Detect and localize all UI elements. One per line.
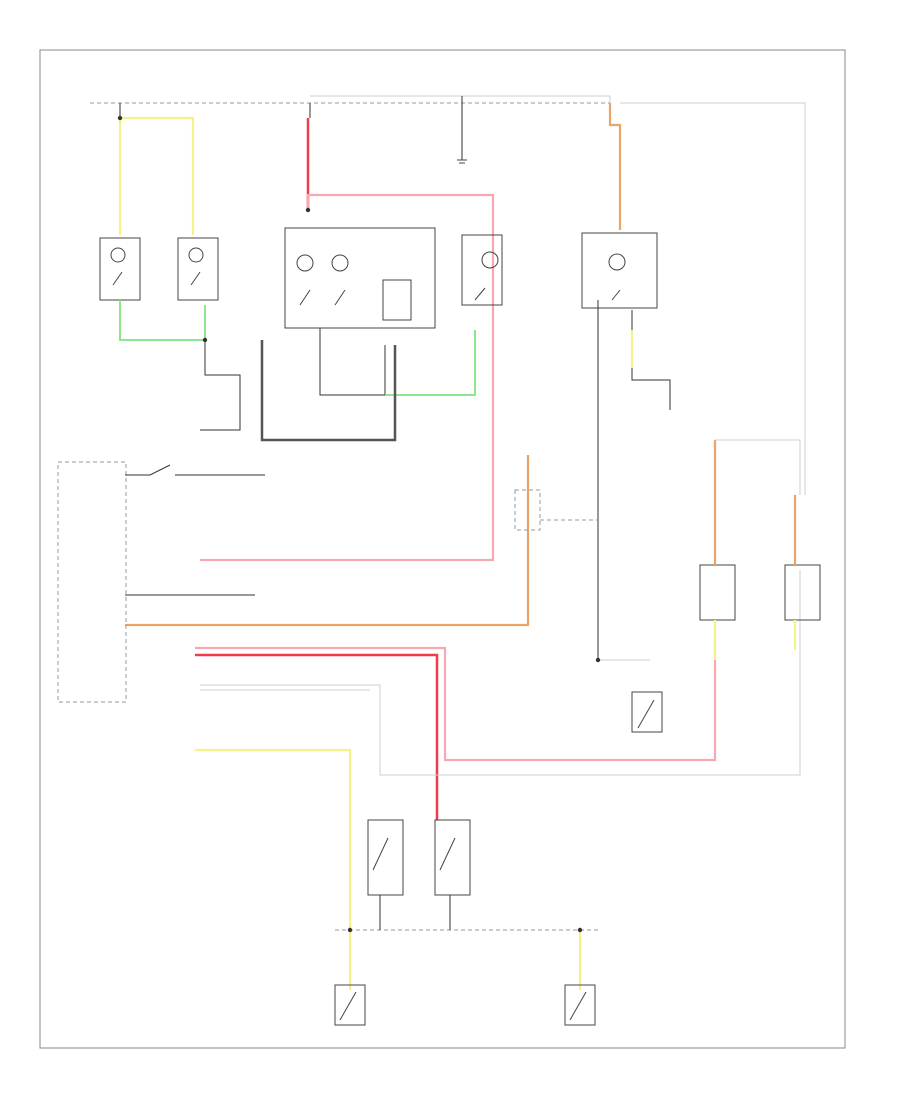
yellow-feed-left [120, 116, 195, 235]
yellow-run-bottom-left [195, 748, 352, 990]
bus-branch [310, 95, 611, 103]
lamp-left-1 [99, 237, 141, 301]
switch-right [611, 289, 621, 301]
bulb-center-1 [296, 254, 314, 272]
bulb-right-center [481, 251, 499, 269]
gray-run-bottom [200, 570, 801, 776]
red-run-bottom [195, 653, 439, 820]
pink-feed-loop [200, 193, 495, 562]
door-switch-right [564, 984, 596, 1026]
ground-symbol-top [457, 159, 467, 164]
switch-bottom-1 [367, 819, 404, 896]
control-module-left [57, 461, 127, 703]
lamp-right-center [461, 234, 503, 306]
module-switch-line-1 [125, 464, 265, 476]
center-lamp-module [284, 227, 436, 329]
node-3 [595, 657, 601, 663]
pink-run-bottom-right [195, 640, 717, 762]
connector-center [514, 489, 541, 531]
node-4 [347, 927, 353, 933]
node-1 [305, 207, 311, 213]
relay-right-2 [784, 564, 821, 621]
switch-left-2 [190, 271, 201, 286]
dark-ground-center [260, 340, 397, 442]
orange-center-run [125, 455, 530, 627]
switch-bottom-right [631, 691, 663, 733]
center-output-loop [319, 328, 386, 396]
black-ground-left [200, 340, 241, 431]
door-switch-left [334, 984, 366, 1026]
lamp-left-2 [177, 237, 219, 301]
green-return-left [119, 300, 206, 341]
switch-bottom-2-arm [439, 837, 456, 871]
switch-bottom-1-arm [372, 837, 389, 871]
node-2 [202, 337, 208, 343]
bulb-right [608, 253, 626, 271]
diagram-border [39, 49, 846, 1049]
relay-right-1 [699, 564, 736, 621]
bottom-switch-drops [379, 895, 451, 930]
switch-bottom-right-arm [637, 699, 655, 729]
node-6 [117, 115, 123, 121]
right-lamp-ground [631, 310, 671, 410]
switch-right-center [474, 287, 486, 301]
switch-left-1 [112, 271, 123, 286]
bulb-center-2 [331, 254, 349, 272]
gray-feed-far-right [620, 102, 806, 495]
orange-feed-right [608, 103, 622, 230]
green-link-center [385, 330, 476, 396]
switch-bottom-2 [434, 819, 471, 896]
door-switch-right-arm [569, 991, 587, 1021]
lamp-right [581, 232, 658, 309]
node-5 [577, 927, 583, 933]
relay-top-link [715, 439, 801, 495]
door-switch-left-arm [339, 991, 357, 1021]
bulb-left-2 [188, 247, 204, 263]
switch-center [299, 289, 346, 306]
center-module-box [382, 279, 412, 321]
bulb-left-1 [110, 247, 126, 263]
